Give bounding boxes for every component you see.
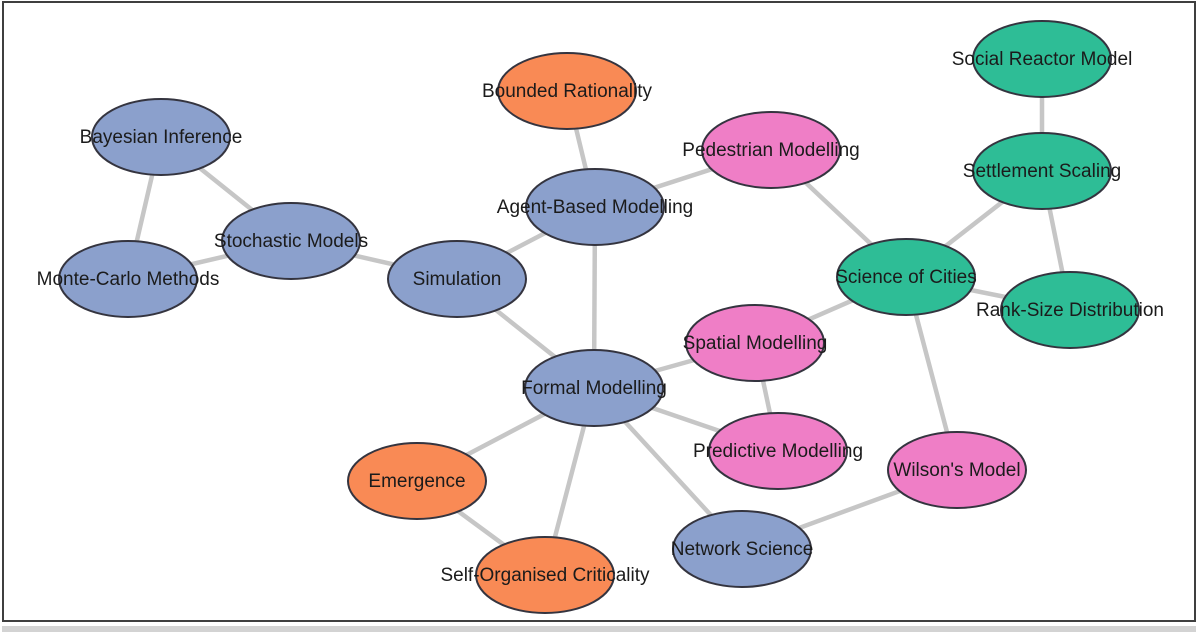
node-simulation: Simulation	[387, 240, 527, 318]
node-monte-carlo-methods: Monte-Carlo Methods	[37, 240, 219, 318]
node-formal-modelling-ellipse	[524, 349, 664, 427]
node-network-science: Network Science	[671, 510, 813, 588]
node-science-of-cities: Science of Cities	[835, 238, 977, 316]
node-spatial-modelling-ellipse	[685, 304, 825, 382]
node-pedestrian-modelling-ellipse	[701, 111, 841, 189]
node-bayesian-inference-ellipse	[91, 98, 231, 176]
node-emergence: Emergence	[347, 442, 487, 520]
node-emergence-ellipse	[347, 442, 487, 520]
node-social-reactor-model: Social Reactor Model	[952, 20, 1132, 98]
node-self-organised-criticality: Self-Organised Criticality	[440, 536, 650, 614]
node-network-science-ellipse	[672, 510, 812, 588]
figure-bottom-edge	[2, 626, 1196, 632]
node-agent-based-modelling: Agent-Based Modelling	[497, 168, 693, 246]
node-wilsons-model: Wilson's Model	[887, 431, 1027, 509]
node-predictive-modelling-ellipse	[708, 412, 848, 490]
node-spatial-modelling: Spatial Modelling	[683, 304, 827, 382]
node-self-organised-criticality-ellipse	[475, 536, 615, 614]
node-bounded-rationality-ellipse	[497, 52, 637, 130]
node-pedestrian-modelling: Pedestrian Modelling	[682, 111, 860, 189]
node-rank-size-distribution: Rank-Size Distribution	[976, 271, 1164, 349]
node-simulation-ellipse	[387, 240, 527, 318]
node-bounded-rationality: Bounded Rationality	[482, 52, 653, 130]
node-wilsons-model-ellipse	[887, 431, 1027, 509]
node-social-reactor-model-ellipse	[972, 20, 1112, 98]
node-monte-carlo-methods-ellipse	[58, 240, 198, 318]
node-predictive-modelling: Predictive Modelling	[693, 412, 863, 490]
node-formal-modelling: Formal Modelling	[521, 349, 667, 427]
node-settlement-scaling: Settlement Scaling	[963, 132, 1121, 210]
node-science-of-cities-ellipse	[836, 238, 976, 316]
node-stochastic-models-ellipse	[221, 202, 361, 280]
node-bayesian-inference: Bayesian Inference	[80, 98, 242, 176]
node-agent-based-modelling-ellipse	[525, 168, 665, 246]
node-stochastic-models: Stochastic Models	[214, 202, 368, 280]
node-settlement-scaling-ellipse	[972, 132, 1112, 210]
node-rank-size-distribution-ellipse	[1000, 271, 1140, 349]
